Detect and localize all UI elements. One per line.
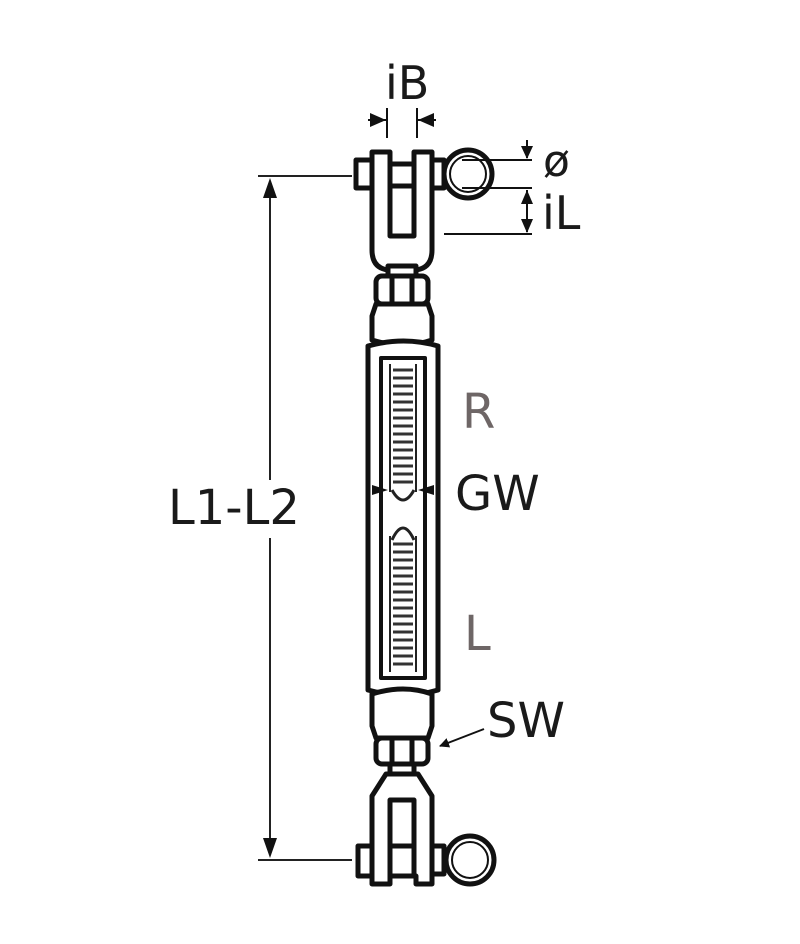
gw-arrow-left-icon (372, 485, 388, 495)
thread-size-label: GW (455, 466, 540, 522)
il-arrow-bottom-icon (521, 219, 533, 233)
top-hex-nut (373, 263, 431, 307)
length-arrow-top-icon (263, 178, 277, 198)
overall-length-label: L1-L2 (168, 480, 300, 536)
right-hand-thread-section (389, 364, 417, 502)
gw-arrow-right-icon (418, 485, 434, 495)
length-arrow-bottom-icon (263, 838, 277, 858)
left-hand-thread-section (389, 526, 417, 672)
inner-length-label: iL (542, 186, 581, 240)
overall-length-dimension (258, 175, 352, 861)
inner-width-label: iB (385, 56, 430, 110)
ib-arrow-right-icon (418, 113, 434, 127)
ib-arrow-left-icon (370, 113, 386, 127)
sw-leader-line (439, 728, 485, 748)
bottom-collar (369, 686, 435, 741)
left-thread-label: L (464, 606, 491, 662)
bottom-jaw (355, 771, 447, 887)
top-jaw (353, 149, 447, 273)
right-thread-label: R (462, 384, 496, 440)
il-arrow-top-icon (521, 190, 533, 204)
wrench-size-label: SW (487, 693, 565, 749)
body-frame (365, 338, 441, 698)
bottom-hex-nut (373, 735, 431, 777)
top-pin-ring (441, 147, 495, 201)
bottom-pin-ring (443, 833, 497, 887)
pin-diameter-label: ø (543, 136, 570, 187)
diameter-arrow-icon (521, 146, 533, 159)
